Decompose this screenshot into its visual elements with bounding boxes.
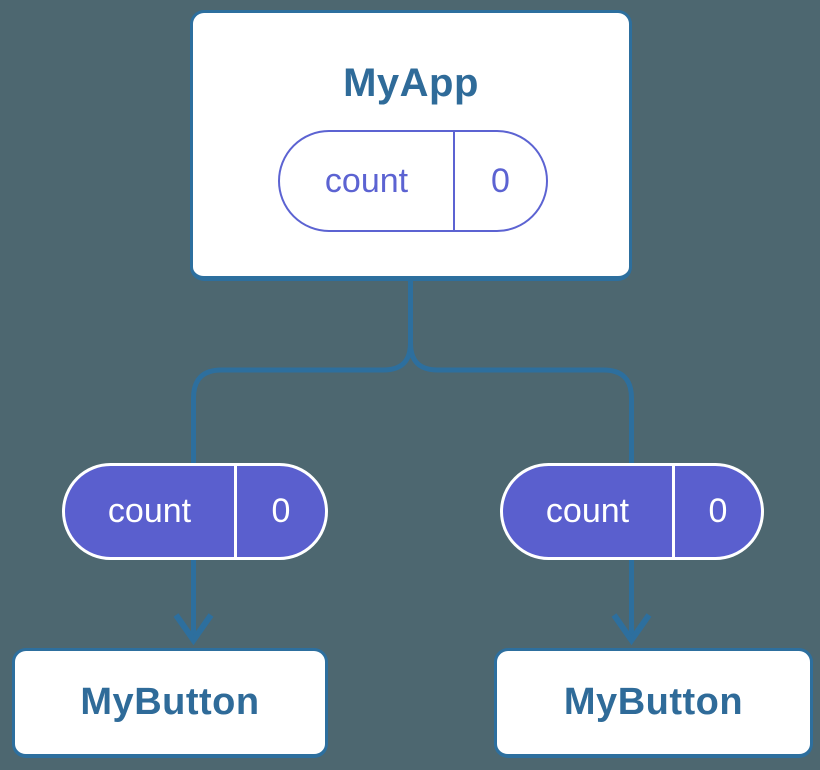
connector-left-branch bbox=[191, 281, 413, 638]
state-pill-count: count 0 bbox=[278, 130, 548, 232]
state-pill-label: count bbox=[324, 161, 409, 200]
pill-divider bbox=[453, 132, 455, 230]
connector-right-branch bbox=[408, 281, 634, 638]
prop-pill-label-right: count bbox=[545, 492, 630, 530]
node-mybutton-right: MyButton bbox=[494, 648, 813, 758]
prop-pill-value-right: 0 bbox=[708, 492, 728, 530]
prop-pill-count-right: count 0 bbox=[500, 463, 764, 560]
pill-divider bbox=[672, 466, 675, 557]
pill-divider bbox=[234, 466, 237, 557]
prop-pill-count-left: count 0 bbox=[62, 463, 328, 560]
prop-pill-value-left: 0 bbox=[271, 492, 291, 530]
state-pill-value: 0 bbox=[491, 161, 510, 200]
arrow-down-icon-right bbox=[611, 613, 652, 646]
node-myapp-title: MyApp bbox=[343, 61, 479, 105]
node-myapp: MyApp count 0 bbox=[190, 10, 632, 281]
prop-pill-label-left: count bbox=[107, 492, 192, 530]
arrow-down-icon-left bbox=[173, 613, 214, 646]
node-mybutton-left: MyButton bbox=[12, 648, 328, 758]
